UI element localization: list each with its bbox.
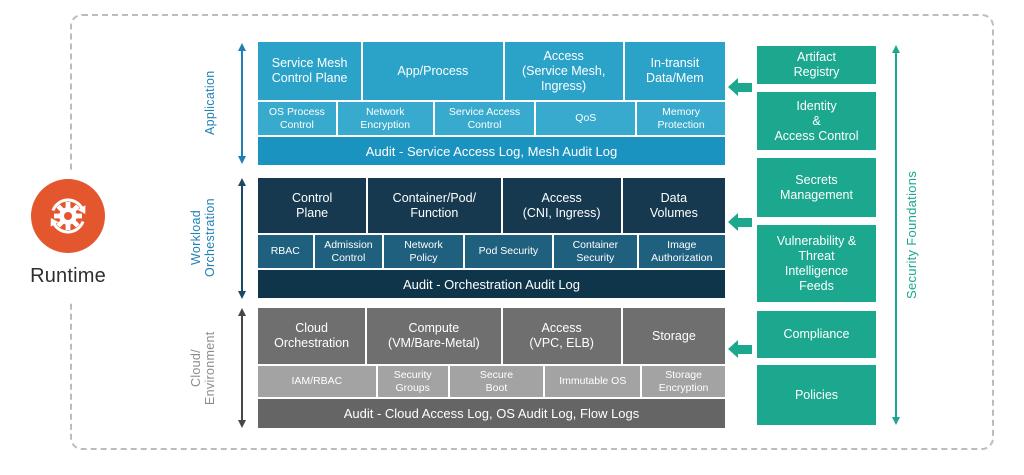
cloud-row2: IAM/RBAC Security Groups Secure Boot Imm…	[258, 366, 725, 397]
foundation-vulnerability-threat-intelligence-feeds: Vulnerability & Threat Intelligence Feed…	[757, 225, 876, 302]
box-rbac: RBAC	[258, 235, 313, 268]
box-container-security: Container Security	[554, 235, 637, 268]
box-secure-boot: Secure Boot	[449, 366, 544, 397]
workload-row2: RBAC Admission Control Network Policy Po…	[258, 235, 725, 268]
workload-audit-bar: Audit - Orchestration Audit Log	[258, 270, 725, 298]
cloud-audit-bar: Audit - Cloud Access Log, OS Audit Log, …	[258, 399, 725, 428]
application-row1: Service Mesh Control Plane App/Process A…	[258, 42, 725, 100]
section-label-application: Application	[203, 70, 217, 136]
box-admission-control: Admission Control	[314, 235, 383, 268]
application-stack: Service Mesh Control Plane App/Process A…	[258, 42, 725, 165]
box-compute-vm-bare-metal: Compute (VM/Bare-Metal)	[367, 308, 501, 364]
foundation-identity-access-control: Identity & Access Control	[757, 92, 876, 150]
workload-row1: Control Plane Container/Pod/ Function Ac…	[258, 178, 725, 233]
box-access-service-mesh-ingress: Access (Service Mesh, Ingress)	[504, 42, 623, 100]
foundation-policies: Policies	[757, 365, 876, 425]
workload-orchestration-stack: Control Plane Container/Pod/ Function Ac…	[258, 178, 725, 298]
box-storage-encryption: Storage Encryption	[642, 366, 725, 397]
section-label-workload-orchestration: Workload Orchestration	[189, 198, 217, 278]
application-audit-bar: Audit - Service Access Log, Mesh Audit L…	[258, 137, 725, 165]
box-access-cni-ingress: Access (CNI, Ingress)	[502, 178, 621, 233]
foundation-artifact-registry: Artifact Registry	[757, 46, 876, 84]
box-container-pod-function: Container/Pod/ Function	[368, 178, 501, 233]
box-service-access-control: Service Access Control	[434, 102, 535, 135]
box-image-authorization: Image Authorization	[638, 235, 725, 268]
arrow-to-cloud-icon	[728, 340, 752, 358]
security-foundations-extent-arrow-icon	[891, 45, 900, 425]
box-control-plane: Control Plane	[258, 178, 367, 233]
box-qos: QoS	[536, 102, 636, 135]
runtime-label: Runtime	[30, 265, 106, 287]
box-app-process: App/Process	[363, 42, 503, 100]
cloud-environment-stack: Cloud Orchestration Compute (VM/Bare-Met…	[258, 308, 725, 428]
box-cloud-orchestration: Cloud Orchestration	[258, 308, 366, 364]
box-storage: Storage	[622, 308, 725, 364]
runtime-cycle-gear-icon	[31, 179, 105, 253]
foundation-compliance: Compliance	[757, 311, 876, 358]
box-service-mesh-control-plane: Service Mesh Control Plane	[258, 42, 362, 100]
box-in-transit-data-mem: In-transit Data/Mem	[624, 42, 725, 100]
cloud-row1: Cloud Orchestration Compute (VM/Bare-Met…	[258, 308, 725, 364]
workload-extent-arrow-icon	[237, 178, 246, 299]
box-access-vpc-elb: Access (VPC, ELB)	[502, 308, 621, 364]
section-label-cloud-environment: Cloud/ Environment	[189, 331, 217, 405]
box-iam-rbac: IAM/RBAC	[258, 366, 376, 397]
box-network-encryption: Network Encryption	[337, 102, 433, 135]
box-pod-security: Pod Security	[464, 235, 553, 268]
box-memory-protection: Memory Protection	[637, 102, 725, 135]
runtime-badge: Runtime	[17, 170, 119, 302]
application-row2: OS Process Control Network Encryption Se…	[258, 102, 725, 135]
application-extent-arrow-icon	[237, 43, 246, 164]
foundation-secrets-management: Secrets Management	[757, 158, 876, 217]
arrow-to-workload-icon	[728, 213, 752, 231]
arrow-to-application-icon	[728, 78, 752, 96]
box-network-policy: Network Policy	[384, 235, 463, 268]
security-foundations-label: Security Foundations	[904, 170, 919, 300]
box-os-process-control: OS Process Control	[258, 102, 336, 135]
box-data-volumes: Data Volumes	[622, 178, 725, 233]
box-security-groups: Security Groups	[377, 366, 448, 397]
cloud-extent-arrow-icon	[237, 308, 246, 428]
box-immutable-os: Immutable OS	[545, 366, 641, 397]
